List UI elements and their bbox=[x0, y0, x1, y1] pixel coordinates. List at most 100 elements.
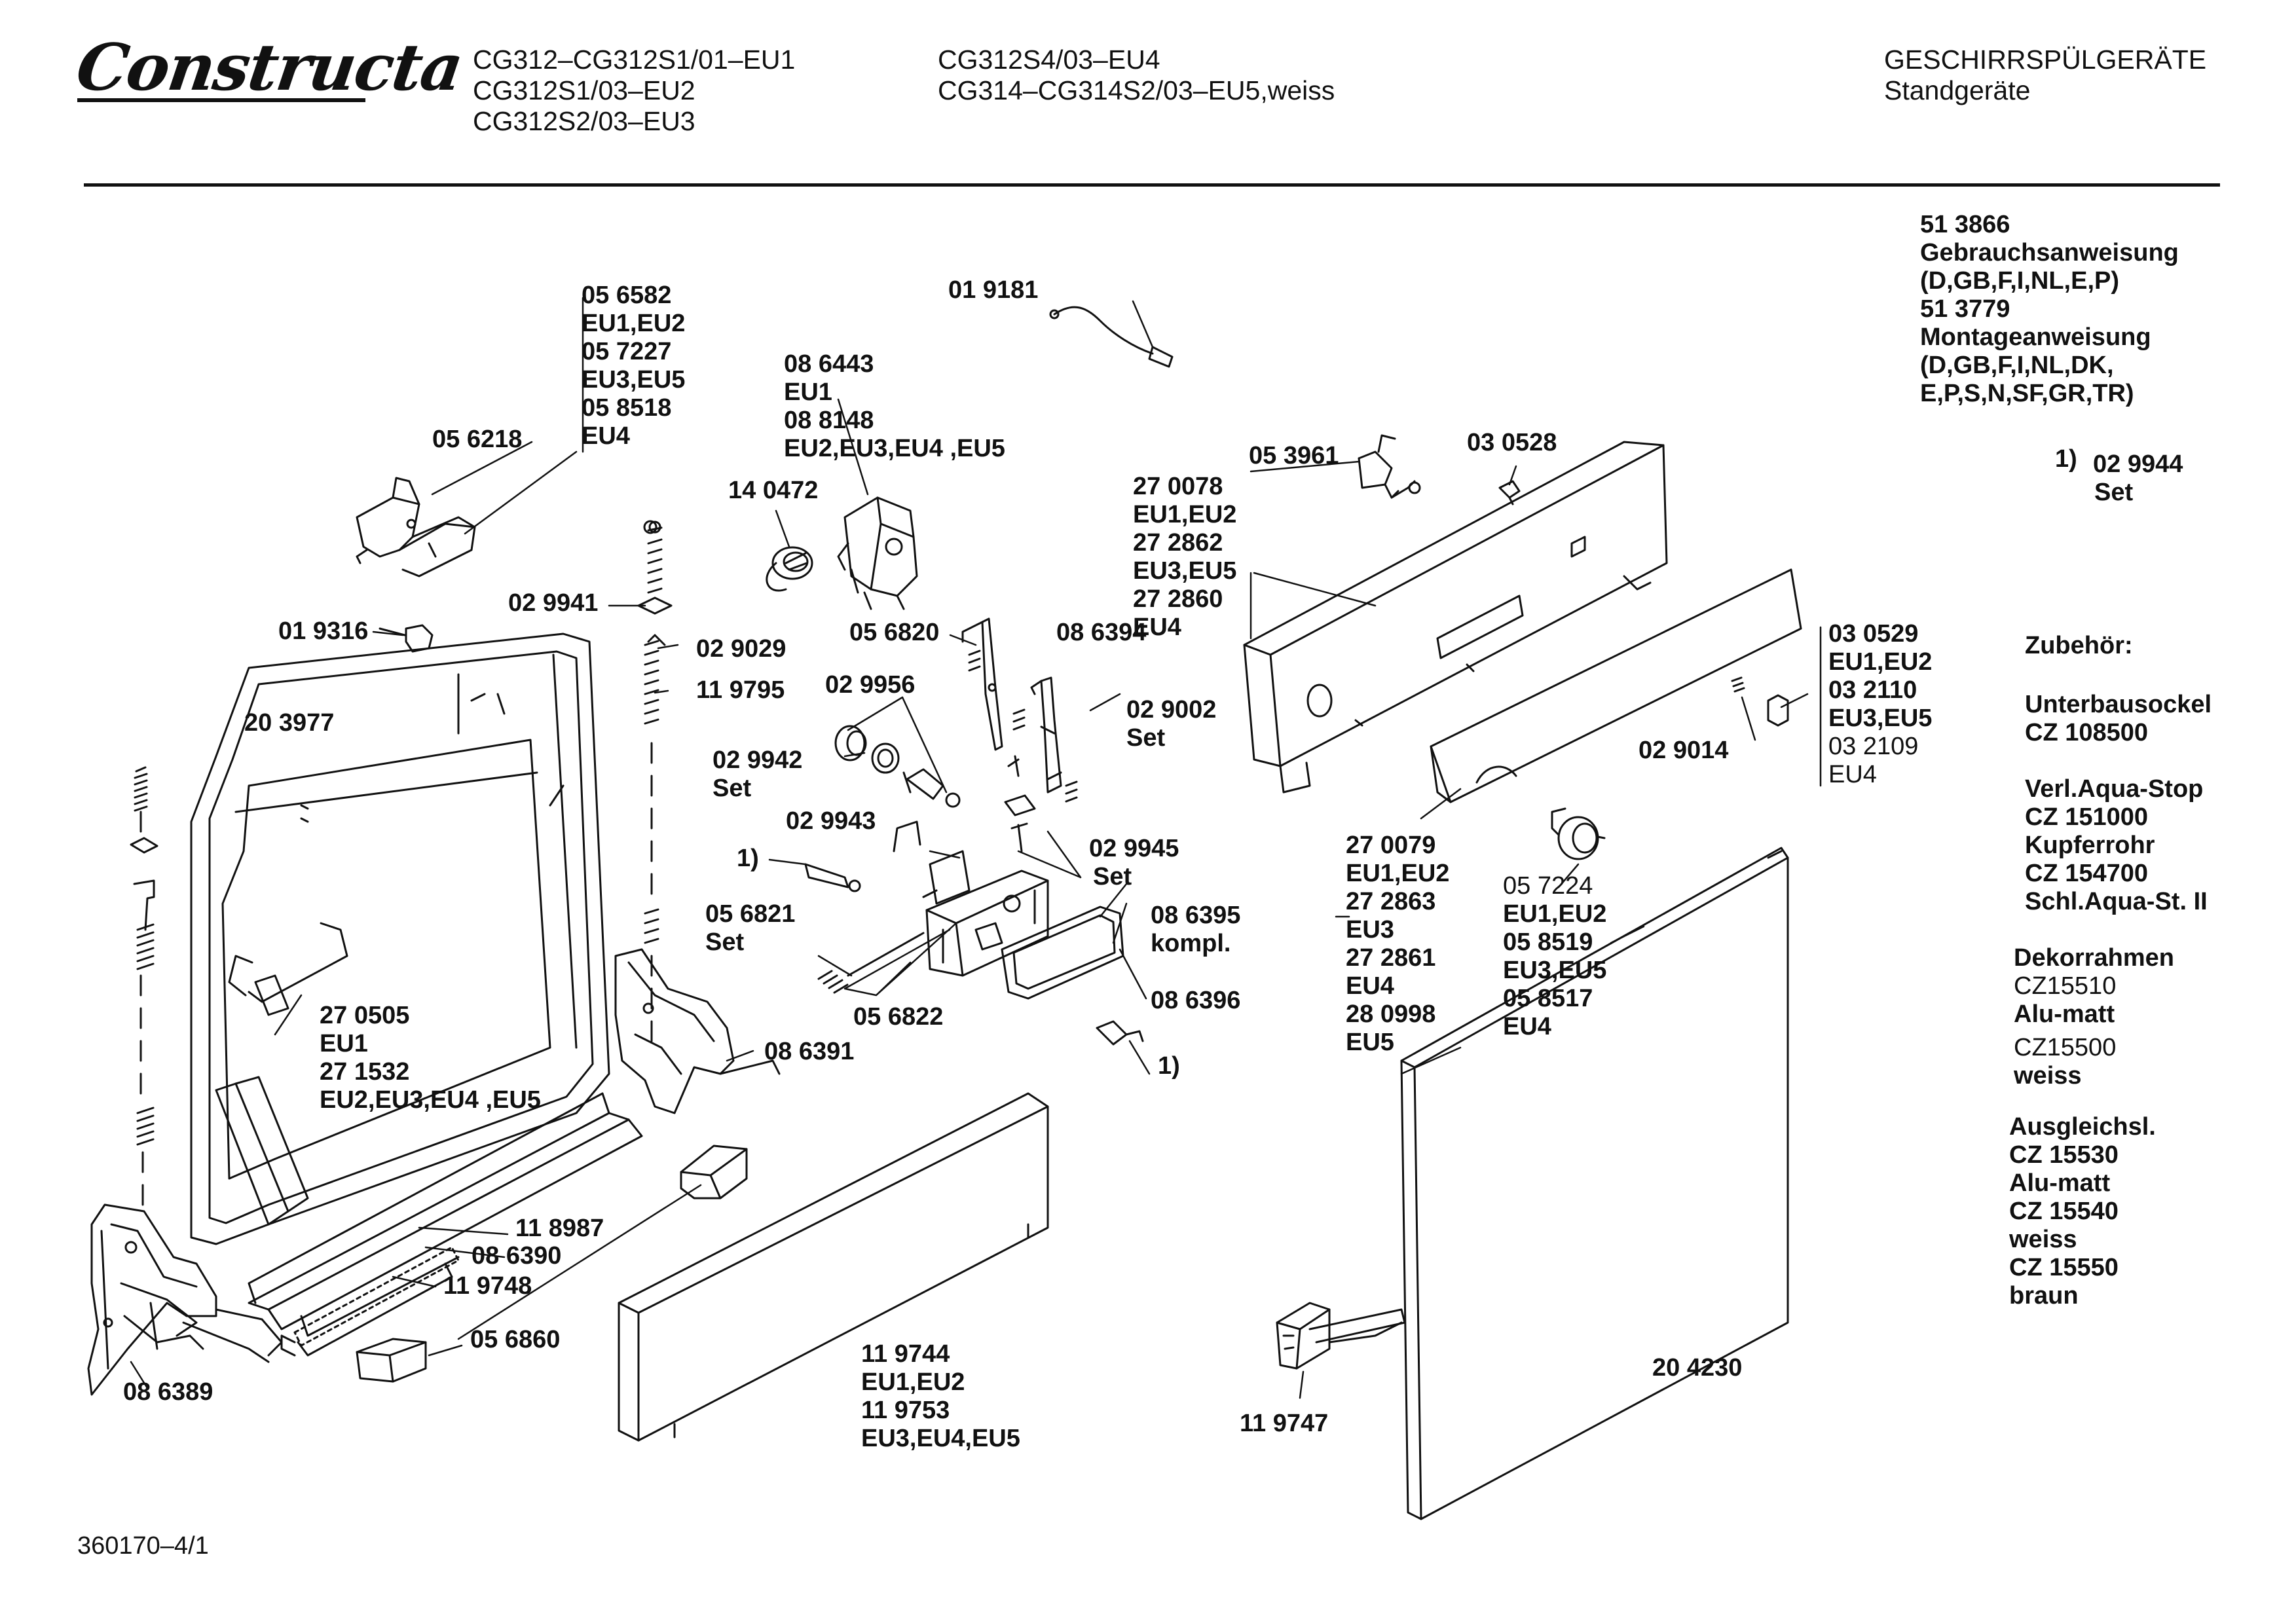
part-number: 05 6821 bbox=[705, 900, 796, 928]
part-label-029956: 02 9956 bbox=[825, 671, 916, 699]
accessory-name: Schl.Aqua-St. II bbox=[2025, 888, 2208, 915]
part-label-056820: 05 6820 bbox=[849, 619, 940, 646]
part-number: 27 2861 bbox=[1346, 944, 1436, 972]
part-number: 08 6395 bbox=[1151, 902, 1241, 929]
accessory-name: Verl.Aqua-Stop bbox=[2025, 775, 2204, 803]
decor-finish: Alu-matt bbox=[2014, 1000, 2115, 1028]
part-label-118987: 11 8987 bbox=[515, 1215, 604, 1242]
part-number: 27 0079 bbox=[1346, 832, 1436, 859]
part-variant: EU3 bbox=[1346, 916, 1394, 943]
part-label-086389: 08 6389 bbox=[123, 1378, 213, 1406]
door-springs bbox=[639, 522, 671, 1041]
part-label-029942: 02 9942 Set bbox=[713, 746, 802, 803]
part-label-029014: 02 9014 bbox=[1639, 737, 1729, 764]
part-label-056821: 05 6821 Set bbox=[705, 900, 795, 957]
part-number: 11 9744 bbox=[861, 1340, 950, 1368]
model-line: CG314–CG314S2/03–EU5,weiss bbox=[938, 75, 1335, 105]
doc-languages: (D,GB,F,I,NL,DK, bbox=[1920, 352, 2114, 379]
doc-languages: E,P,S,N,SF,GR,TR) bbox=[1920, 380, 2134, 407]
balance-strip-list: Ausgleichsl. CZ 15530 Alu-matt CZ 15540 … bbox=[2009, 1113, 2156, 1310]
control-panel-fascia bbox=[1244, 442, 1667, 792]
part-set-note: Set bbox=[1126, 724, 1166, 752]
part-label-footnote-1b: 1) bbox=[1158, 1052, 1180, 1080]
part-label-029945: 02 9945 Set bbox=[1089, 835, 1179, 891]
doc-title: Montageanweisung bbox=[1920, 323, 2151, 351]
brand-logo-underline bbox=[77, 98, 365, 102]
balance-finish: braun bbox=[2009, 1282, 2079, 1310]
decor-finish: weiss bbox=[2014, 1062, 2082, 1090]
accessory-name: Kupferrohr bbox=[2025, 832, 2155, 859]
appliance-category: GESCHIRRSPÜLGERÄTE Standgeräte bbox=[1884, 45, 2206, 106]
accessory-code: CZ 151000 bbox=[2025, 803, 2149, 831]
door-latch-assembly bbox=[357, 478, 475, 576]
doc-title: Gebrauchsanweisung bbox=[1920, 239, 2179, 266]
part-label-086396: 08 6396 bbox=[1151, 987, 1241, 1014]
part-label-056582: 05 6582 EU1,EU2 05 7227 EU3,EU5 05 8518 … bbox=[582, 282, 685, 450]
model-line: CG312S4/03–EU4 bbox=[938, 45, 1160, 75]
model-line: CG312S1/03–EU2 bbox=[473, 75, 695, 105]
kick-plate bbox=[619, 1093, 1048, 1440]
program-timer bbox=[838, 498, 917, 609]
set-footnote-label: Set bbox=[2094, 479, 2134, 506]
accessory-code: CZ 154700 bbox=[2025, 860, 2149, 887]
decor-code: CZ15500 bbox=[2014, 1034, 2117, 1061]
part-label-119744: 11 9744 EU1,EU2 11 9753 EU3,EU4,EU5 bbox=[861, 1340, 1020, 1453]
control-panel-trim bbox=[1431, 570, 1801, 802]
part-label-footnote-1a: 1) bbox=[737, 845, 759, 872]
part-label-119747: 11 9747 bbox=[1240, 1410, 1329, 1437]
panel-clips bbox=[1732, 678, 1788, 725]
decor-heading: Dekorrahmen bbox=[2014, 944, 2174, 972]
part-label-029943: 02 9943 bbox=[786, 807, 876, 835]
doc-number: 51 3779 bbox=[1920, 295, 2010, 323]
part-number: 27 2862 bbox=[1133, 529, 1223, 557]
door-bottom-rails bbox=[249, 1093, 642, 1355]
part-number: 02 9945 bbox=[1089, 835, 1179, 862]
part-number: 27 0078 bbox=[1133, 473, 1223, 500]
panel-hinge-bracket bbox=[1277, 1303, 1405, 1368]
part-label-270078: 27 0078 EU1,EU2 27 2862 EU3,EU5 27 2860 … bbox=[1133, 473, 1236, 642]
fascia-bracket bbox=[1359, 435, 1420, 498]
clip-part bbox=[380, 625, 432, 651]
part-variant: EU1,EU2 bbox=[1828, 648, 1933, 676]
timer-knob bbox=[767, 547, 812, 591]
part-number: 11 9753 bbox=[861, 1397, 950, 1424]
part-label-119795: 11 9795 bbox=[696, 676, 785, 704]
part-number: 27 0505 bbox=[320, 1002, 410, 1029]
doc-languages: (D,GB,F,I,NL,E,P) bbox=[1920, 267, 2119, 295]
part-variant: EU3,EU4,EU5 bbox=[861, 1425, 1020, 1452]
part-variant: EU1,EU2 bbox=[1133, 501, 1237, 528]
part-label-086394: 08 6394 bbox=[1056, 619, 1147, 646]
part-label-030529: 03 0529 EU1,EU2 03 2110 EU3,EU5 03 2109 … bbox=[1828, 620, 1932, 789]
part-number: 03 2109 bbox=[1828, 733, 1919, 760]
decor-frame-list: Dekorrahmen CZ15510 Alu-matt CZ15500 wei… bbox=[2014, 944, 2174, 1090]
part-number: 03 2110 bbox=[1828, 676, 1917, 704]
balance-code: CZ 15540 bbox=[2009, 1198, 2119, 1225]
part-set-note: Set bbox=[713, 775, 752, 802]
part-variant: EU5 bbox=[1346, 1029, 1394, 1056]
part-label-056860: 05 6860 bbox=[470, 1326, 561, 1353]
part-variant: EU4 bbox=[1133, 614, 1181, 641]
part-set-note: Set bbox=[705, 928, 745, 956]
part-label-057224: 05 7224 EU1,EU2 05 8519 EU3,EU5 05 8517 … bbox=[1503, 872, 1606, 1041]
part-variant: EU1 bbox=[784, 378, 832, 406]
category-title: GESCHIRRSPÜLGERÄTE bbox=[1884, 45, 2207, 75]
part-label-029002: 02 9002 Set bbox=[1126, 696, 1216, 752]
small-clip bbox=[1097, 1021, 1143, 1044]
part-label-030528: 03 0528 bbox=[1467, 429, 1557, 456]
hinge-assembly bbox=[88, 1205, 282, 1395]
part-number: 28 0998 bbox=[1346, 1000, 1436, 1028]
float-screw bbox=[805, 864, 860, 891]
part-number: 08 6443 bbox=[784, 350, 874, 378]
part-label-056822: 05 6822 bbox=[853, 1003, 944, 1031]
header-divider bbox=[84, 183, 2220, 187]
part-number: 05 8519 bbox=[1503, 928, 1593, 956]
part-number: 05 7224 bbox=[1503, 872, 1593, 900]
accessory-name: Unterbausockel bbox=[2025, 691, 2212, 718]
part-label-019316: 01 9316 bbox=[278, 617, 369, 645]
part-number: 03 0529 bbox=[1828, 620, 1919, 648]
balance-code: CZ 15550 bbox=[2009, 1254, 2119, 1281]
door-inner-panel bbox=[191, 634, 609, 1244]
part-label-086443: 08 6443 EU1 08 8148 EU2,EU3,EU4 ,EU5 bbox=[784, 350, 1005, 463]
